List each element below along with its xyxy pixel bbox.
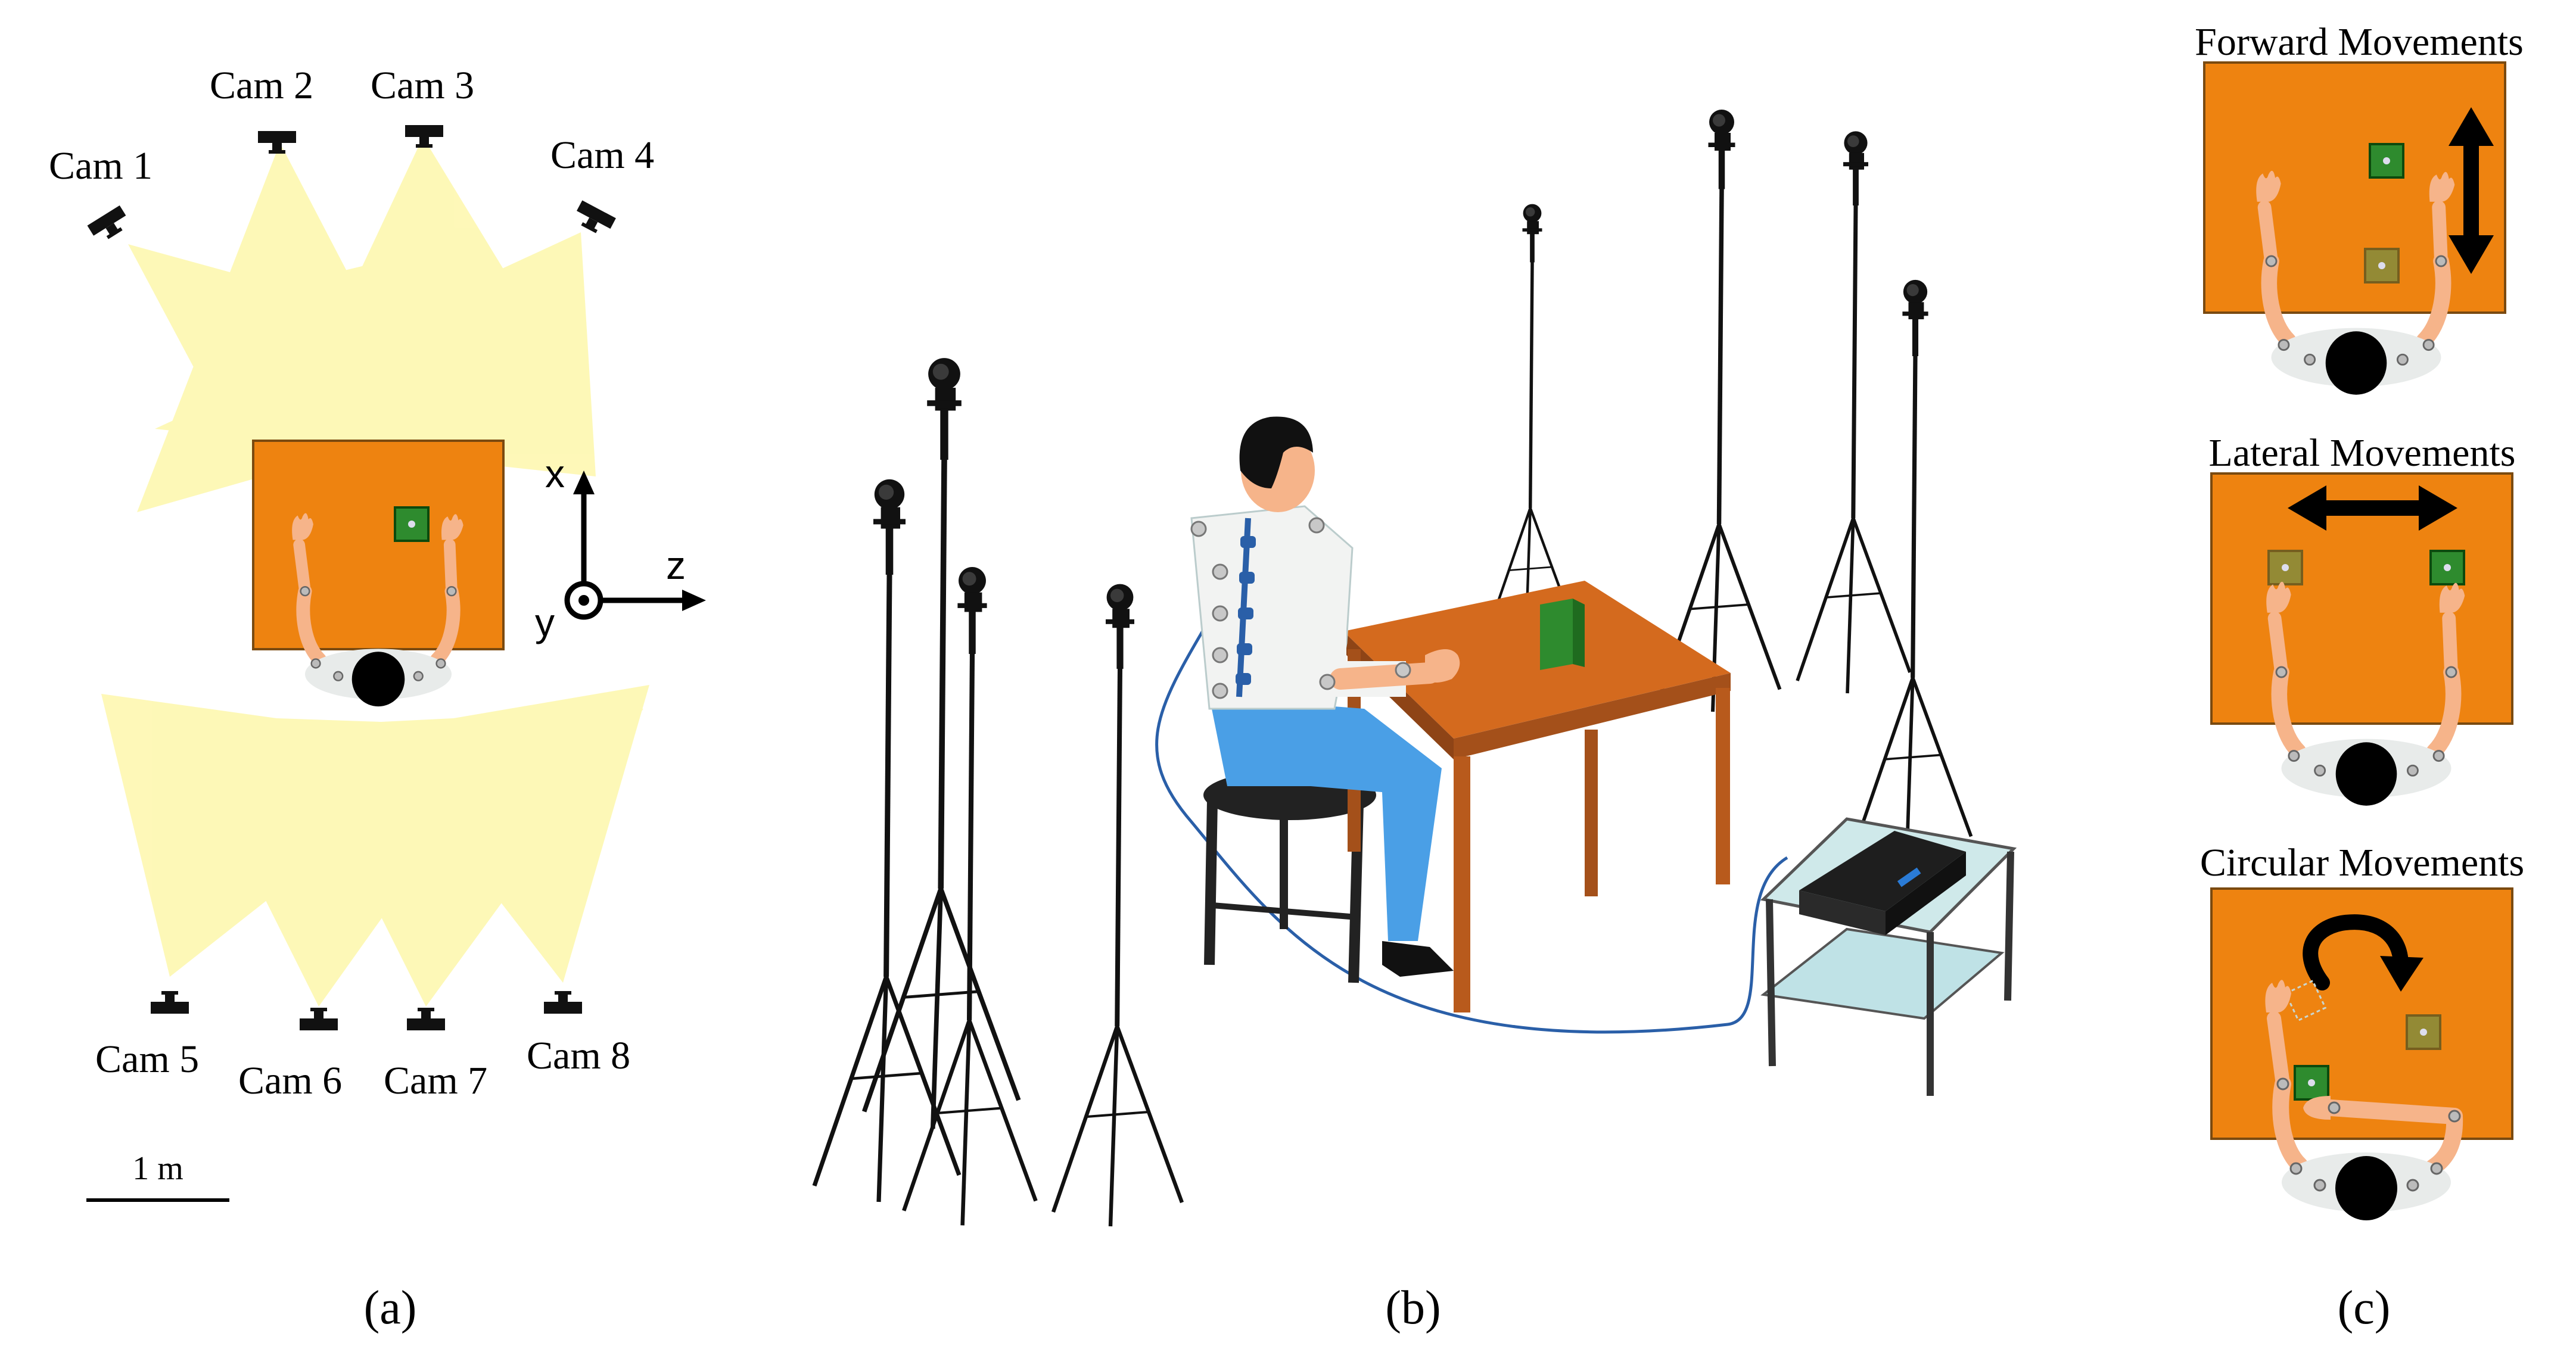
- camera-icon: [87, 205, 132, 245]
- tripod-camera: [1486, 204, 1575, 646]
- tripod-camera: [1797, 131, 1910, 693]
- subject-top-view: [2265, 980, 2463, 1220]
- table-top-view: [252, 440, 505, 650]
- circular-arrow: [2303, 914, 2423, 992]
- forward-table: [2203, 61, 2506, 314]
- lateral-title: Lateral Movements: [2209, 431, 2516, 475]
- bottom-view-cones: [101, 685, 649, 1007]
- target-object: [394, 506, 430, 542]
- panel-a: Cam 1 Cam 2 Cam 3 Cam 4 Cam 5 Cam 6 Cam …: [49, 64, 706, 1334]
- tripod-camera: [1659, 110, 1780, 712]
- subject-seated: [1190, 416, 1460, 977]
- tripod-camera: [814, 479, 959, 1202]
- cam-4-label: Cam 4: [550, 133, 654, 177]
- computer-cart: [1760, 817, 2017, 1096]
- forward-title: Forward Movements: [2195, 20, 2524, 64]
- cam-3-label: Cam 3: [371, 64, 474, 107]
- axis-z-label: z: [666, 543, 686, 587]
- sensor-cable: [1155, 538, 1788, 1034]
- circular-title: Circular Movements: [2200, 841, 2524, 884]
- scale-bar-label: 1 m: [132, 1150, 183, 1187]
- target-object-3d: [1540, 599, 1573, 670]
- axis-y-label: y: [535, 600, 555, 644]
- camera-icon: [571, 200, 616, 238]
- cam-6-label: Cam 6: [238, 1059, 342, 1102]
- cam-5-label: Cam 5: [95, 1038, 199, 1081]
- cam-7-label: Cam 7: [384, 1059, 487, 1102]
- axis-x-label: x: [545, 451, 565, 496]
- cam-1-label: Cam 1: [49, 144, 153, 188]
- target-path-hint: [2284, 979, 2327, 1022]
- camera-icon: [258, 131, 296, 154]
- panel-a-caption: (a): [364, 1282, 417, 1334]
- circular-table: [2210, 887, 2513, 1140]
- panel-c: Forward Movements Lateral Movements Circ…: [2195, 20, 2524, 1334]
- top-view-cones: [128, 137, 596, 518]
- coordinate-axes: [564, 471, 706, 620]
- cam-8-label: Cam 8: [527, 1034, 630, 1077]
- camera-icon: [407, 1008, 445, 1030]
- camera-icon: [300, 1008, 338, 1030]
- lateral-arrow: [2288, 485, 2457, 531]
- forward-arrow: [2449, 107, 2494, 274]
- tripod-camera: [1053, 584, 1182, 1226]
- target-object: [2429, 550, 2465, 585]
- camera-icon: [405, 125, 443, 148]
- camera-icon: [151, 991, 189, 1014]
- panel-b: (b): [814, 110, 2017, 1334]
- panel-b-caption: (b): [1385, 1282, 1441, 1334]
- cam-2-label: Cam 2: [210, 64, 313, 107]
- target-marker: [408, 521, 415, 528]
- camera-icon: [544, 991, 582, 1014]
- panel-c-caption: (c): [2338, 1282, 2391, 1334]
- tripod-camera: [904, 567, 1035, 1225]
